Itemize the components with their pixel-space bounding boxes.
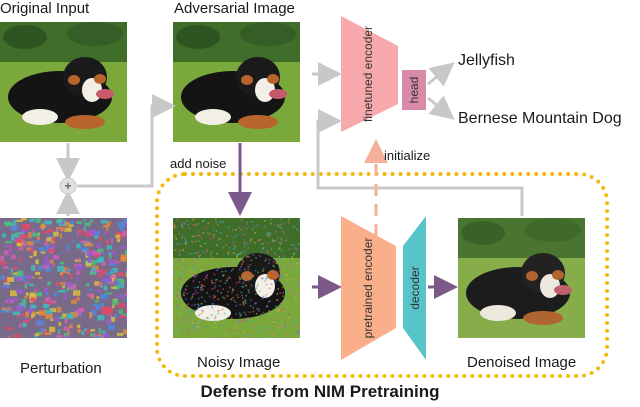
original-input-image bbox=[0, 22, 127, 142]
perturbation-label: Perturbation bbox=[20, 360, 102, 377]
arrow-plus-to-adversarial bbox=[77, 94, 176, 188]
output-bernese: Bernese Mountain Dog bbox=[458, 110, 622, 127]
arrow-head-to-bernese bbox=[427, 95, 455, 120]
head-label: head bbox=[407, 77, 421, 104]
finetuned-encoder-label: finetuned encoder bbox=[361, 26, 375, 122]
finetuned-encoder-block bbox=[341, 16, 398, 132]
original-input-label: Original Input bbox=[0, 0, 90, 17]
nim-pretraining-box bbox=[155, 172, 609, 378]
decoder-label: decoder bbox=[408, 266, 422, 309]
output-jellyfish: Jellyfish bbox=[458, 52, 515, 69]
arrow-head-to-jellyfish bbox=[427, 62, 455, 87]
arrow-denoised-to-encoder bbox=[316, 109, 524, 216]
noisy-image bbox=[173, 218, 300, 338]
svg-text:+: + bbox=[64, 179, 71, 193]
diagram-title: Defense from NIM Pretraining bbox=[200, 382, 440, 401]
adversarial-image bbox=[173, 22, 300, 142]
pretrained-encoder-block bbox=[341, 216, 396, 360]
noisy-image-label: Noisy Image bbox=[197, 354, 281, 371]
adversarial-image-label: Adversarial Image bbox=[174, 0, 295, 17]
initialize-label: initialize bbox=[384, 148, 431, 163]
plus-icon bbox=[59, 177, 77, 195]
denoised-image-label: Denoised Image bbox=[467, 354, 577, 371]
add-noise-label: add noise bbox=[170, 156, 227, 171]
decoder-block bbox=[403, 216, 426, 360]
denoised-image bbox=[458, 218, 585, 338]
perturbation-image bbox=[0, 218, 127, 338]
head-block bbox=[402, 70, 426, 110]
pretrained-encoder-label: pretrained encoder bbox=[361, 238, 375, 339]
